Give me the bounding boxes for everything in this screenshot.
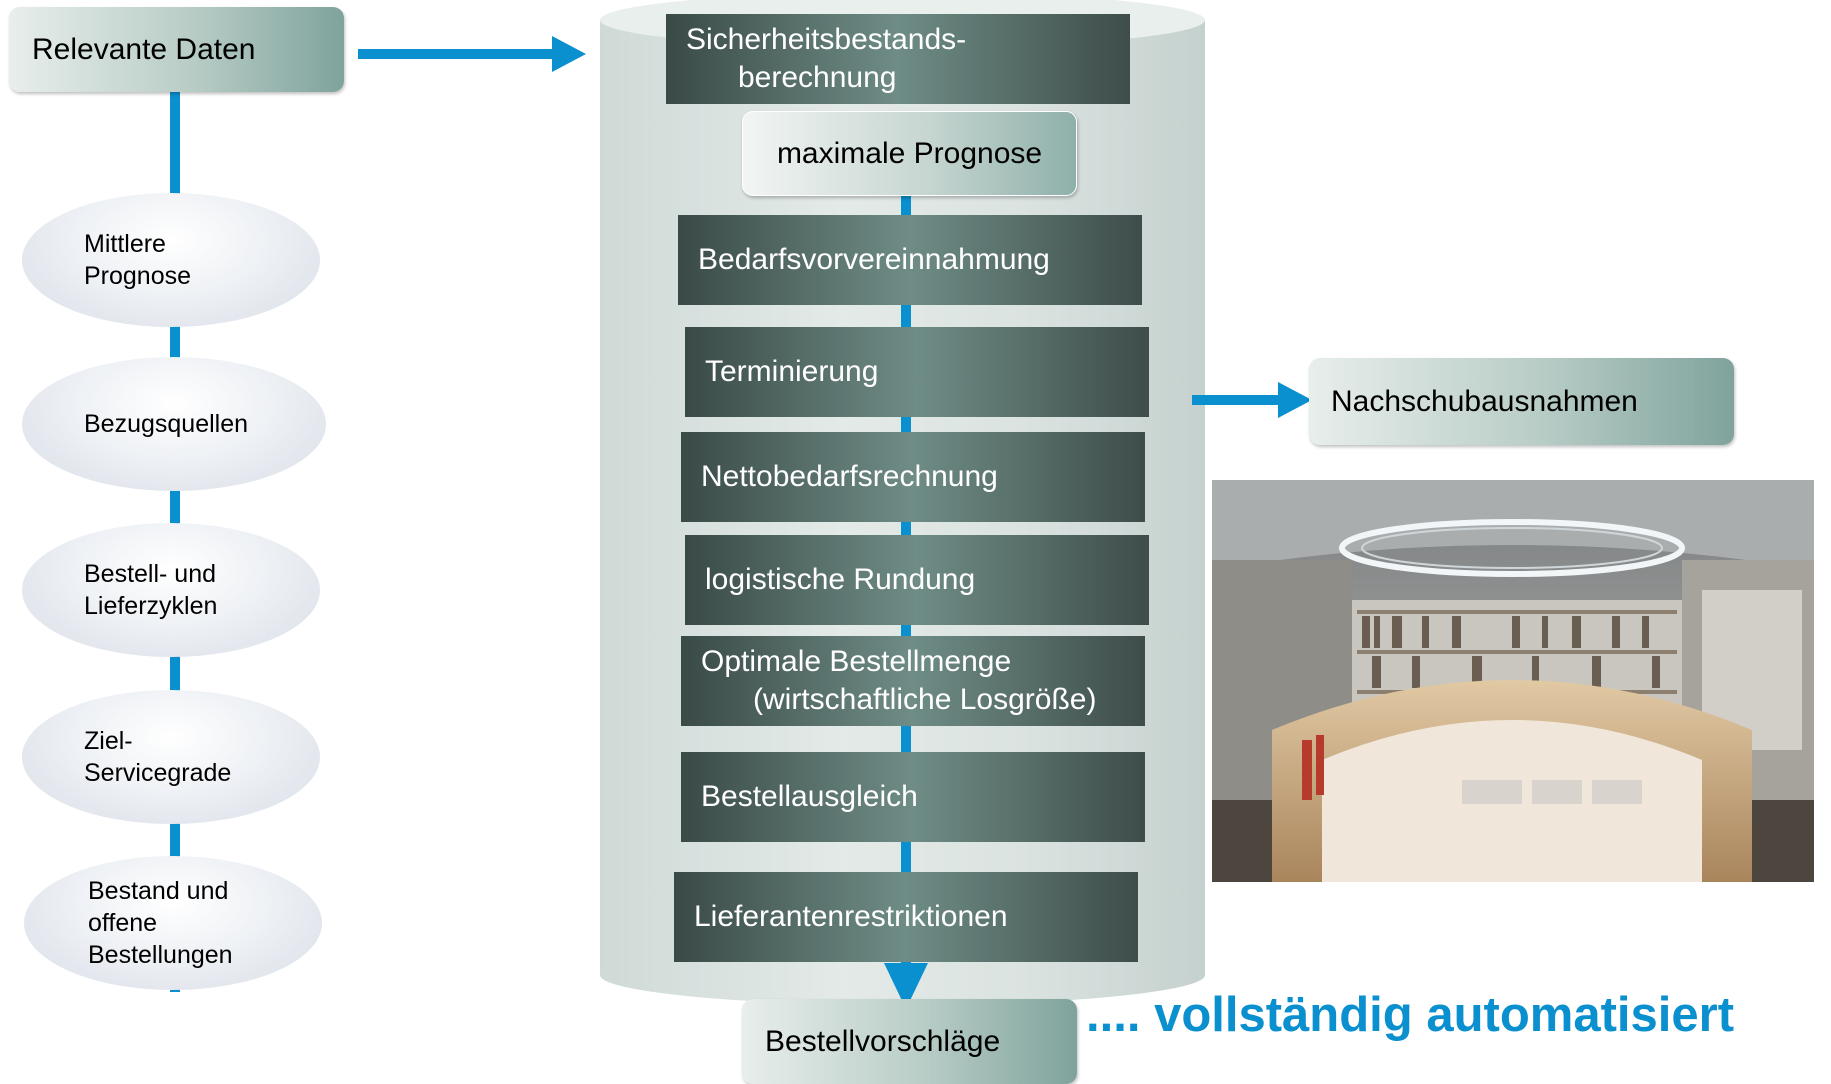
step-line1: logistische Rundung bbox=[705, 563, 976, 596]
input-label-line1: Bezugsquellen bbox=[84, 410, 249, 438]
step-optimale-bestellmenge: Optimale Bestellmenge (wirtschaftliche L… bbox=[681, 636, 1145, 726]
step-logistische-rundung: logistische Rundung bbox=[685, 535, 1149, 625]
step-bestellausgleich: Bestellausgleich bbox=[681, 752, 1145, 842]
relevant-data-box: Relevante Daten bbox=[9, 7, 344, 92]
input-label-line1: Bestell- und bbox=[84, 560, 217, 588]
input-label-line1: Mittlere bbox=[84, 230, 166, 258]
input-label-line1: Bestand und bbox=[88, 877, 229, 905]
exceptions-label: Nachschubausnahmen bbox=[1331, 384, 1638, 418]
step-maximale-prognose: maximale Prognose bbox=[742, 111, 1077, 196]
step-bedarfsvorvereinnahmung: Bedarfsvorvereinnahmung bbox=[678, 215, 1142, 305]
step-line1: Lieferantenrestriktionen bbox=[694, 900, 1008, 933]
arrow-to-output-head bbox=[884, 963, 928, 1009]
step-sicherheitsbestand: Sicherheitsbestands- berechnung bbox=[666, 14, 1130, 104]
input-label-line3: Bestellungen bbox=[88, 941, 233, 969]
bookstore-photo bbox=[1212, 480, 1814, 882]
step-line1: Terminierung bbox=[705, 355, 879, 388]
arrow-to-process-line bbox=[358, 49, 558, 59]
step-line1: Optimale Bestellmenge bbox=[701, 645, 1012, 678]
input-label-line2: Lieferzyklen bbox=[84, 592, 218, 620]
relevant-data-label: Relevante Daten bbox=[32, 32, 256, 66]
tagline: .... vollständig automatisiert bbox=[1086, 988, 1735, 1042]
input-label-line2: offene bbox=[88, 909, 158, 937]
step-nettobedarfsrechnung: Nettobedarfsrechnung bbox=[681, 432, 1145, 522]
step-line1: maximale Prognose bbox=[776, 136, 1043, 170]
step-terminierung: Terminierung bbox=[685, 327, 1149, 417]
input-label-line2: Prognose bbox=[84, 262, 192, 290]
step-line2: (wirtschaftliche Losgröße) bbox=[753, 683, 1097, 716]
input-ziel-servicegrade: Ziel- Servicegrade bbox=[22, 690, 320, 824]
input-label-line1: Ziel- bbox=[84, 727, 133, 755]
input-bezugsquellen: Bezugsquellen bbox=[22, 357, 326, 491]
arrow-to-exceptions-line bbox=[1192, 395, 1282, 405]
arrow-to-exceptions-head bbox=[1278, 382, 1312, 418]
step-line1: Nettobedarfsrechnung bbox=[701, 460, 998, 493]
output-box: Bestellvorschläge bbox=[742, 999, 1077, 1084]
step-line1: Sicherheitsbestands- bbox=[686, 23, 967, 56]
output-label: Bestellvorschläge bbox=[765, 1024, 1001, 1058]
step-line2: berechnung bbox=[738, 61, 897, 94]
input-label-line2: Servicegrade bbox=[84, 759, 232, 787]
arrow-to-process-head bbox=[552, 36, 586, 72]
step-line1: Bestellausgleich bbox=[701, 780, 918, 813]
exceptions-box: Nachschubausnahmen bbox=[1309, 358, 1734, 445]
step-lieferantenrestriktionen: Lieferantenrestriktionen bbox=[674, 872, 1138, 962]
step-line1: Bedarfsvorvereinnahmung bbox=[698, 243, 1050, 276]
